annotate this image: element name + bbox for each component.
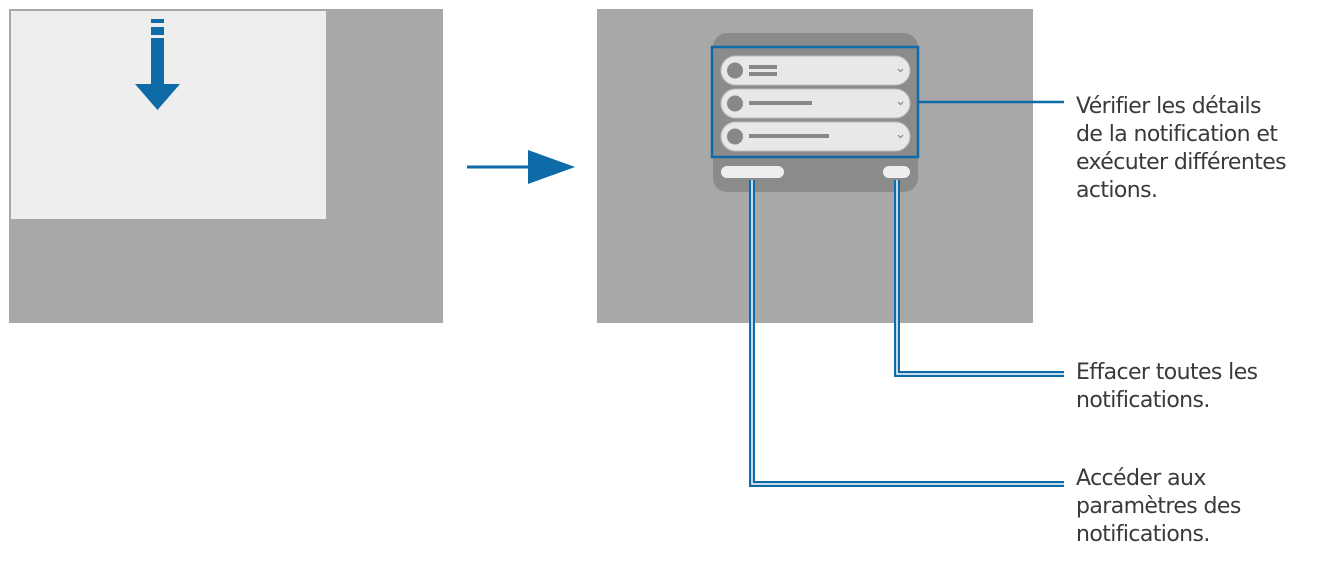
arrow-right-icon — [467, 150, 575, 184]
notification-settings-button[interactable] — [721, 166, 784, 178]
screen-after — [597, 9, 1033, 323]
notification-card[interactable] — [720, 121, 911, 152]
callout-notification-details: Vérifier les détails de la notification … — [1076, 94, 1287, 203]
notification-text-placeholder — [749, 72, 777, 76]
app-icon — [727, 128, 743, 145]
settings-leader-line-inner — [751, 180, 1064, 485]
chevron-down-icon[interactable] — [897, 68, 904, 73]
notification-title-placeholder — [749, 65, 777, 69]
chevron-down-icon[interactable] — [897, 134, 904, 139]
clear-all-button[interactable] — [883, 166, 910, 178]
notification-text-placeholder — [749, 101, 812, 105]
notification-text-placeholder — [749, 134, 829, 138]
callout-clear-all: Effacer toutes les notifications. — [1076, 360, 1258, 413]
arrow-down-icon — [135, 19, 180, 110]
notification-card[interactable] — [720, 88, 911, 119]
callout-notification-settings: Accéder aux paramètres des notifications… — [1076, 466, 1241, 547]
clear-leader-line-inner — [896, 180, 1064, 375]
notification-card[interactable] — [720, 55, 911, 86]
app-icon — [727, 95, 743, 112]
chevron-down-icon[interactable] — [897, 101, 904, 106]
screen-before-highlight-area — [11, 11, 326, 219]
app-icon — [727, 62, 743, 79]
callout-lines — [710, 45, 1064, 487]
screen-before — [9, 9, 443, 323]
